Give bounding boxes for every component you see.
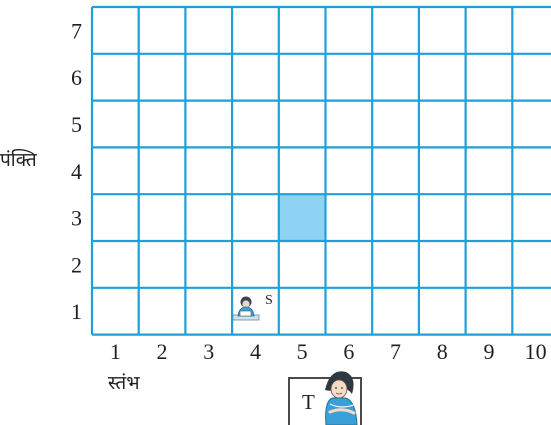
column-number-label: 4 (250, 339, 261, 364)
student-label: S (265, 293, 273, 308)
row-axis-title: पंक्ति (0, 148, 38, 171)
row-number-label: 6 (71, 65, 82, 90)
row-number-label: 1 (71, 299, 82, 324)
row-number-labels: 1 2 3 4 5 6 7 (71, 18, 82, 324)
column-number-label: 8 (437, 339, 448, 364)
teacher-marker: T (289, 371, 361, 425)
student-marker: S (233, 293, 273, 320)
column-number-label: 9 (483, 339, 494, 364)
column-number-labels: 1 2 3 4 5 6 7 8 9 10 (110, 339, 547, 364)
row-number-label: 2 (71, 252, 82, 277)
column-number-label: 3 (203, 339, 214, 364)
highlighted-cell (279, 194, 326, 241)
row-number-label: 7 (71, 18, 82, 43)
column-number-label: 1 (110, 339, 121, 364)
student-at-desk-icon (233, 297, 259, 321)
column-number-label: 10 (525, 339, 547, 364)
column-number-label: 2 (157, 339, 168, 364)
column-number-label: 5 (297, 339, 308, 364)
grid-lines (92, 7, 551, 335)
column-number-label: 7 (390, 339, 401, 364)
row-number-label: 4 (71, 159, 82, 184)
column-number-label: 6 (343, 339, 354, 364)
row-number-label: 5 (71, 112, 82, 137)
row-number-label: 3 (71, 206, 82, 231)
teacher-label: T (302, 390, 315, 414)
column-axis-title: स्तंभ (108, 372, 140, 394)
